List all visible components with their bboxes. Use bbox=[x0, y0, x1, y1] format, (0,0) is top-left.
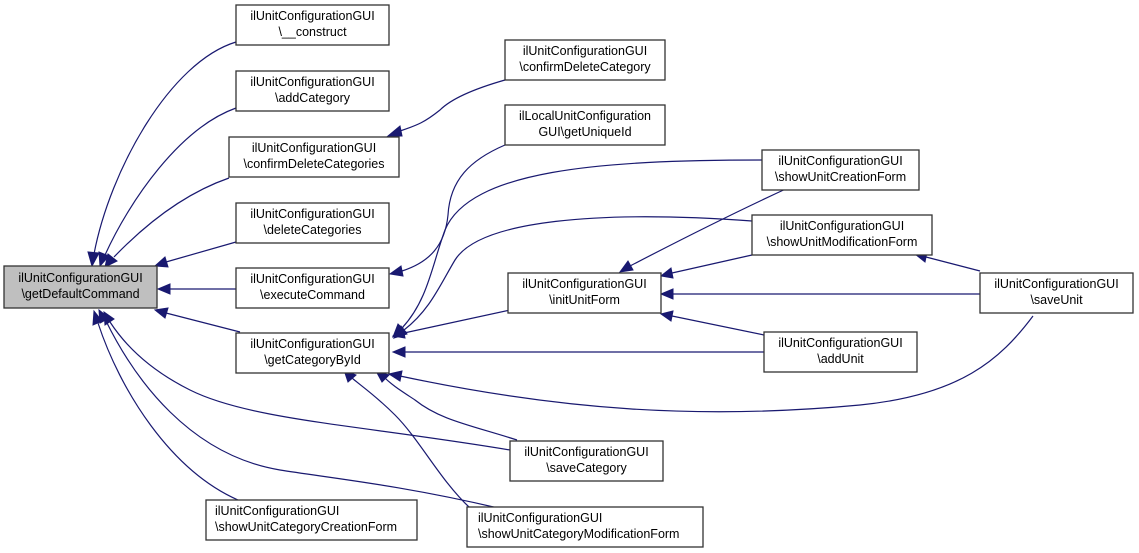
node-addUnit[interactable]: ilUnitConfigurationGUI \addUnit bbox=[763, 331, 918, 373]
node-label-class: ilUnitConfigurationGUI bbox=[250, 9, 374, 23]
node-saveCategory[interactable]: ilUnitConfigurationGUI \saveCategory bbox=[509, 440, 664, 482]
node-label-class: ilUnitConfigurationGUI bbox=[522, 277, 646, 291]
node-label-method: \getDefaultCommand bbox=[21, 287, 139, 301]
edge-saveCategory-to-getCategoryById bbox=[374, 370, 518, 441]
node-construct[interactable]: ilUnitConfigurationGUI \__construct bbox=[235, 4, 390, 46]
node-getUniqueId[interactable]: ilLocalUnitConfiguration GUI\getUniqueId bbox=[504, 104, 666, 146]
edge-showUnitCategoryModificationForm-to-getCategoryById bbox=[343, 369, 471, 509]
edge-executeCommand-to-getDefaultCommand bbox=[156, 283, 236, 295]
node-label-method: GUI\getUniqueId bbox=[538, 125, 631, 139]
node-label-method: \__construct bbox=[278, 25, 347, 39]
edge-showUnitCategoryModificationForm-to-getDefaultCommand bbox=[98, 308, 499, 509]
edge-addUnit-to-getCategoryById bbox=[391, 346, 764, 358]
node-getCategoryById[interactable]: ilUnitConfigurationGUI \getCategoryById bbox=[235, 332, 390, 374]
node-label-method: \addUnit bbox=[817, 352, 864, 366]
node-label-class: ilUnitConfigurationGUI bbox=[778, 336, 902, 350]
edge-showUnitCategoryCreationForm-to-getDefaultCommand bbox=[92, 309, 239, 501]
node-label-class: ilUnitConfigurationGUI bbox=[524, 445, 648, 459]
node-addCategory[interactable]: ilUnitConfigurationGUI \addCategory bbox=[235, 70, 390, 112]
node-label-method: \saveCategory bbox=[546, 461, 627, 475]
node-showUnitCategoryCreationForm[interactable]: ilUnitConfigurationGUI \showUnitCategory… bbox=[205, 499, 418, 541]
node-executeCommand[interactable]: ilUnitConfigurationGUI \executeCommand bbox=[235, 267, 390, 309]
edge-showUnitModificationForm-to-initUnitForm bbox=[659, 254, 753, 279]
node-label-class: ilUnitConfigurationGUI bbox=[780, 219, 904, 233]
node-label-class: ilUnitConfigurationGUI bbox=[523, 44, 647, 58]
edge-initUnitForm-to-getCategoryById bbox=[391, 309, 511, 339]
node-label-class: ilUnitConfigurationGUI bbox=[478, 511, 602, 525]
edge-confirmDeleteCategory-to-confirmDeleteCategories bbox=[386, 79, 506, 137]
edge-showUnitCreationForm-to-initUnitForm bbox=[618, 186, 791, 273]
edge-confirmDeleteCategories-to-getDefaultCommand bbox=[104, 177, 230, 268]
edge-addUnit-to-initUnitForm bbox=[659, 310, 765, 336]
node-label-class: ilUnitConfigurationGUI bbox=[250, 207, 374, 221]
edge-saveUnit-to-getCategoryById bbox=[387, 315, 1034, 413]
node-label-method: \initUnitForm bbox=[549, 293, 620, 307]
node-label-class: ilUnitConfigurationGUI bbox=[250, 75, 374, 89]
node-label-method: \saveUnit bbox=[1030, 293, 1083, 307]
node-showUnitModificationForm[interactable]: ilUnitConfigurationGUI \showUnitModifica… bbox=[751, 214, 933, 256]
node-confirmDeleteCategories[interactable]: ilUnitConfigurationGUI \confirmDeleteCat… bbox=[228, 136, 400, 178]
edge-getUniqueId-to-executeCommand bbox=[388, 144, 506, 277]
node-deleteCategories[interactable]: ilUnitConfigurationGUI \deleteCategories bbox=[235, 202, 390, 244]
node-showUnitCategoryModificationForm[interactable]: ilUnitConfigurationGUI \showUnitCategory… bbox=[466, 506, 704, 548]
edge-construct-to-getDefaultCommand bbox=[87, 41, 237, 268]
edge-getCategoryById-to-getDefaultCommand bbox=[153, 307, 241, 333]
node-confirmDeleteCategory[interactable]: ilUnitConfigurationGUI \confirmDeleteCat… bbox=[504, 39, 666, 81]
node-label-class: ilUnitConfigurationGUI bbox=[18, 271, 142, 285]
node-label-class: ilUnitConfigurationGUI bbox=[250, 272, 374, 286]
node-label-class: ilUnitConfigurationGUI bbox=[250, 337, 374, 351]
node-label-class: ilLocalUnitConfiguration bbox=[519, 109, 651, 123]
edge-saveUnit-to-initUnitForm bbox=[659, 288, 980, 300]
node-saveUnit[interactable]: ilUnitConfigurationGUI \saveUnit bbox=[979, 272, 1134, 314]
node-label-class: ilUnitConfigurationGUI bbox=[215, 504, 339, 518]
node-label-method: \confirmDeleteCategory bbox=[519, 60, 651, 74]
node-label-method: \confirmDeleteCategories bbox=[243, 157, 384, 171]
node-label-method: \showUnitModificationForm bbox=[767, 235, 918, 249]
node-showUnitCreationForm[interactable]: ilUnitConfigurationGUI \showUnitCreation… bbox=[761, 149, 920, 191]
node-label-method: \addCategory bbox=[275, 91, 351, 105]
node-initUnitForm[interactable]: ilUnitConfigurationGUI \initUnitForm bbox=[507, 272, 662, 314]
edge-deleteCategories-to-getDefaultCommand bbox=[153, 241, 237, 268]
node-label-class: ilUnitConfigurationGUI bbox=[994, 277, 1118, 291]
node-label-method: \showUnitCategoryCreationForm bbox=[215, 520, 397, 534]
node-label-method: \showUnitCategoryModificationForm bbox=[478, 527, 679, 541]
edge-addCategory-to-getDefaultCommand bbox=[98, 107, 237, 268]
node-getDefaultCommand[interactable]: ilUnitConfigurationGUI \getDefaultComman… bbox=[3, 265, 158, 309]
node-label-method: \deleteCategories bbox=[264, 223, 362, 237]
node-label-class: ilUnitConfigurationGUI bbox=[252, 141, 376, 155]
node-label-method: \getCategoryById bbox=[264, 353, 361, 367]
node-label-class: ilUnitConfigurationGUI bbox=[778, 154, 902, 168]
node-label-method: \showUnitCreationForm bbox=[775, 170, 906, 184]
node-label-method: \executeCommand bbox=[260, 288, 365, 302]
